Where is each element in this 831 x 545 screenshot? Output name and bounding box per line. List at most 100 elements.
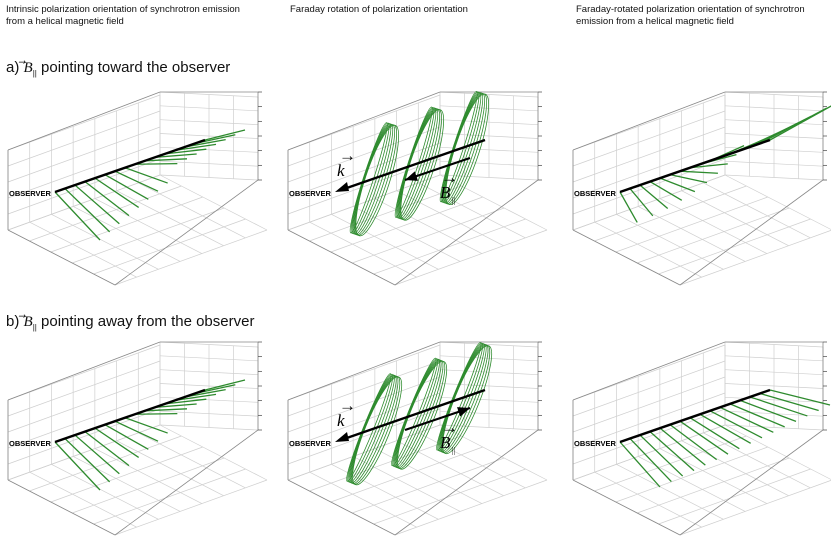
floor-gridline: [659, 448, 768, 504]
polarization-vector: [114, 170, 159, 192]
helix-turn: [400, 109, 445, 221]
polarization-vector: [769, 105, 831, 141]
polarization-vector: [174, 393, 217, 402]
box-edge: [287, 229, 396, 286]
right-wall-gridline: [439, 396, 539, 403]
floor-gridline: [418, 432, 526, 489]
polarization-vector: [769, 389, 831, 406]
floor-gridline: [396, 190, 504, 247]
panel-a-intrinsic-plot: OBSERVER: [7, 91, 268, 286]
b-arrowhead: [457, 407, 470, 417]
right-wall-gridline: [724, 119, 824, 126]
right-wall-gridline: [724, 424, 824, 431]
polarization-vector: [709, 410, 763, 439]
floor-gridline: [616, 213, 724, 270]
observer-label: OBSERVER: [9, 439, 52, 448]
polarization-vector: [174, 143, 217, 152]
helix-ellipse-2: [394, 106, 445, 221]
polarization-vector: [689, 163, 728, 169]
polarization-vector: [204, 129, 246, 141]
right-wall-gridline: [439, 383, 539, 389]
box-edge: [287, 341, 441, 401]
polarization-vector: [204, 379, 246, 391]
polarization-vector: [104, 424, 149, 450]
floor-gridline: [703, 182, 811, 239]
back-wall-gridline: [7, 126, 161, 183]
floor-gridline: [572, 424, 726, 481]
helix-turn: [442, 345, 493, 455]
floor-gridline: [309, 221, 417, 278]
helix-ellipse-3: [436, 342, 493, 455]
line-of-sight: [619, 138, 771, 194]
right-wall-gridline: [439, 133, 539, 139]
k-label: k: [337, 161, 345, 180]
back-wall-gridline: [572, 360, 726, 417]
box-edge: [7, 341, 161, 401]
floor-gridline: [29, 185, 182, 242]
k-arrowhead: [335, 182, 349, 192]
right-wall-gridline: [724, 174, 824, 181]
floor-gridline: [116, 190, 224, 247]
back-wall-gridline: [7, 392, 161, 449]
floor-gridline: [418, 182, 526, 239]
b-label: B: [440, 183, 451, 202]
polarization-vector: [719, 406, 774, 433]
helix-ellipse-2: [391, 357, 448, 470]
back-wall-gridline: [572, 94, 726, 151]
right-wall-gridline: [724, 383, 824, 389]
row-label-a: a) ⃗B|| pointing toward the observer: [6, 58, 230, 78]
polarization-vector: [759, 392, 819, 412]
floor-gridline: [94, 448, 203, 504]
floor-gridline: [7, 174, 161, 231]
k-label: k: [337, 411, 345, 430]
panel-b-intrinsic-plot: OBSERVER: [7, 341, 268, 536]
floor-gridline: [572, 174, 726, 231]
floor-gridline: [679, 229, 831, 286]
right-wall-gridline: [159, 91, 259, 98]
floor-gridline: [72, 206, 181, 262]
right-wall-gridline: [159, 424, 259, 431]
floor-gridline: [116, 440, 224, 497]
floor-gridline: [352, 207, 505, 264]
polarization-vector: [54, 441, 101, 491]
floor-gridline: [724, 424, 831, 480]
helix-turn: [445, 93, 490, 206]
k-vector-line: [340, 388, 486, 442]
back-wall-gridline: [7, 408, 161, 465]
back-wall-gridline: [287, 376, 441, 433]
row-a-subscript: ||: [32, 69, 37, 78]
b-subscript: ||: [452, 446, 455, 455]
observer-label: OBSERVER: [289, 189, 332, 198]
polarization-vector: [629, 438, 672, 482]
back-wall-gridline: [287, 408, 441, 465]
floor-gridline: [679, 479, 831, 536]
box-edge: [572, 91, 726, 151]
polarization-vector: [739, 399, 797, 423]
floor-gridline: [396, 440, 504, 497]
floor-gridline: [29, 435, 182, 492]
floor-gridline: [615, 446, 768, 503]
floor-gridline: [439, 424, 548, 481]
right-wall-gridline: [159, 174, 259, 181]
right-wall-gridline: [159, 341, 259, 348]
right-wall-gridline: [439, 146, 539, 153]
box-edge: [394, 179, 539, 286]
polarization-vector: [639, 184, 669, 209]
helix-ellipse-1: [349, 122, 400, 237]
floor-gridline: [72, 207, 225, 264]
polarization-vector: [94, 177, 140, 209]
polarization-vector: [669, 424, 718, 461]
polarization-vector: [729, 403, 785, 428]
polarization-vector: [619, 191, 638, 223]
b-arrow-glyph: →: [441, 418, 458, 437]
right-wall-gridline: [724, 105, 824, 112]
floor-gridline: [330, 446, 483, 503]
right-wall-gridline: [724, 341, 824, 348]
box-edge: [7, 229, 116, 286]
polarization-vector: [679, 170, 718, 174]
back-wall-gridline: [7, 94, 161, 151]
right-wall-gridline: [159, 119, 259, 126]
observer-label: OBSERVER: [289, 439, 332, 448]
right-wall-gridline: [724, 369, 824, 376]
polarization-vector: [639, 434, 684, 477]
